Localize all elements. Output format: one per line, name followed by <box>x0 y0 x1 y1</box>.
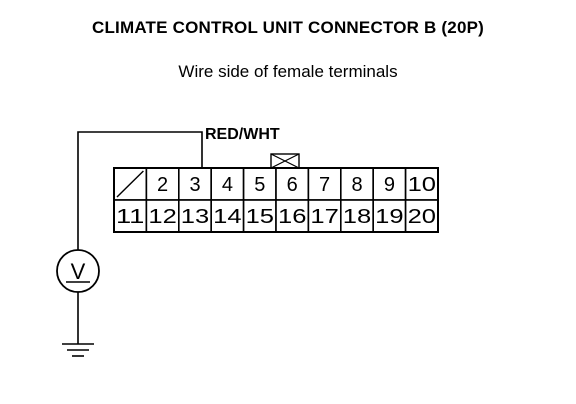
terminal-number: 9 <box>384 174 395 196</box>
voltmeter-icon: V <box>56 249 100 293</box>
terminal-number: 7 <box>319 174 330 196</box>
terminal-cell <box>145 167 180 201</box>
connector-outline <box>113 167 439 233</box>
terminal-number: 18 <box>343 206 371 228</box>
terminal-number: 16 <box>278 206 306 228</box>
terminal-cell <box>339 167 374 201</box>
terminal-number: 3 <box>189 174 200 196</box>
wire-color-label: RED/WHT <box>205 126 280 143</box>
ground-icon <box>62 343 94 357</box>
terminal-cell <box>275 199 310 233</box>
terminal-cell <box>178 199 213 233</box>
terminal-number: 13 <box>181 206 209 228</box>
terminal-number: 4 <box>222 174 233 196</box>
terminal-number: 15 <box>246 206 274 228</box>
diagram-title: CLIMATE CONTROL UNIT CONNECTOR B (20P) <box>92 18 484 37</box>
terminal-number: 11 <box>116 206 144 228</box>
terminal-number: 17 <box>310 206 338 228</box>
voltmeter-symbol: V <box>71 259 86 284</box>
terminal-number: 20 <box>408 206 436 228</box>
terminal-number: 12 <box>148 206 176 228</box>
terminal-number: 6 <box>287 174 298 196</box>
terminal-number: 5 <box>254 174 265 196</box>
probe-wire <box>77 131 203 250</box>
blank-terminal-mark <box>116 170 144 198</box>
terminal-number: 2 <box>157 174 168 196</box>
terminal-number: 14 <box>213 206 241 228</box>
connector-body <box>113 167 439 233</box>
terminal-cell <box>210 199 245 233</box>
connector-lock-tab-icon <box>270 153 300 169</box>
terminal-number: 10 <box>408 174 436 196</box>
diagram-subtitle: Wire side of female terminals <box>178 62 398 81</box>
terminal-cell <box>113 199 148 233</box>
terminal-number: 8 <box>351 174 362 196</box>
terminal-number: 19 <box>375 206 403 228</box>
